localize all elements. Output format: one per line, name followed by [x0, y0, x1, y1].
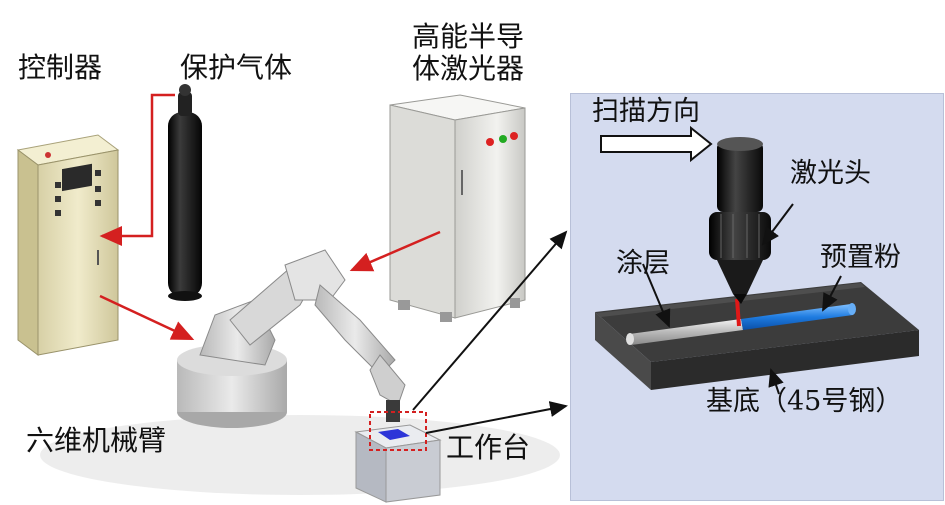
powder-leader [822, 275, 842, 312]
laser-beam [735, 298, 741, 327]
laser-head-leader [761, 203, 794, 246]
gas-cylinder [168, 84, 202, 301]
worktable-label: 工作台 [446, 431, 531, 464]
coating-label: 涂层 [616, 248, 670, 279]
laser-cabinet [389, 94, 526, 322]
coating-leader [642, 263, 671, 328]
substrate-leader [768, 368, 784, 395]
worktable [354, 411, 442, 503]
laser-to-robot-arrow [349, 230, 441, 272]
laser-head [709, 137, 771, 304]
shield-gas-label: 保护气体 [180, 51, 293, 84]
laser-label-line1: 高能半导 [412, 20, 525, 53]
substrate-label: 基底（45号钢） [706, 386, 903, 417]
controller-to-robot-arrow [99, 294, 195, 341]
scan-direction-label: 扫描方向 [592, 96, 700, 127]
detail-panel [570, 93, 944, 501]
laser-head-label: 激光头 [790, 158, 871, 189]
leader-lines [642, 203, 842, 395]
controller-cabinet [16, 134, 120, 356]
detail-illustration [595, 125, 919, 395]
coating-rod [626, 319, 743, 345]
robot-arm [177, 249, 406, 428]
robot-arm-label: 六维机械臂 [26, 424, 167, 457]
lower-detail-arrow [425, 401, 568, 434]
laser-label-line2: 体激光器 [412, 52, 525, 85]
controller-label: 控制器 [18, 51, 103, 84]
gas-to-controller-arrow [99, 93, 175, 246]
connection-arrows [99, 93, 441, 341]
preset-powder-label: 预置粉 [820, 242, 901, 273]
detail-arrows [412, 230, 568, 434]
upper-detail-arrow [412, 230, 568, 411]
scan-direction-arrow [600, 125, 713, 163]
